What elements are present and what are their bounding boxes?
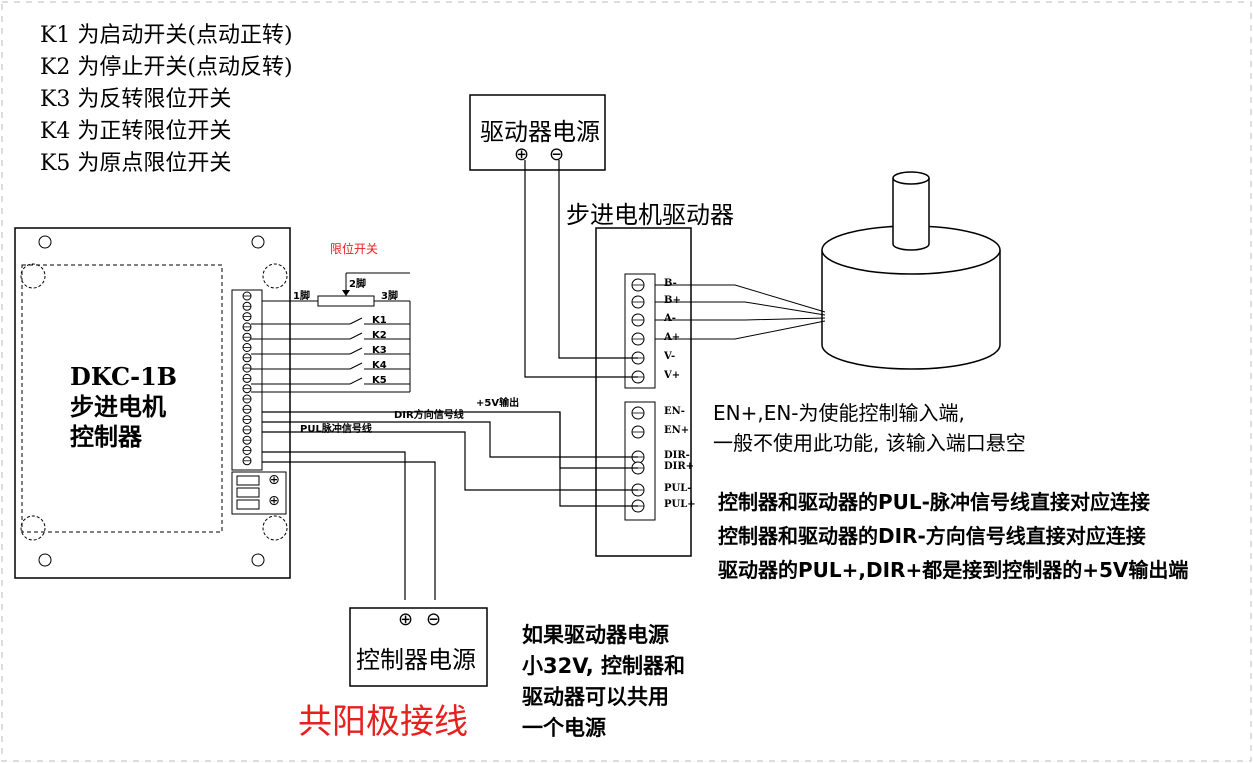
limit-switch-symbol	[262, 272, 411, 392]
switch-label-k4: K4	[372, 360, 387, 371]
stepper-motor	[821, 171, 1001, 370]
switch-legend: K1 为启动开关(点动正转) K2 为停止开关(点动反转) K3 为反转限位开关…	[40, 20, 293, 180]
driver-terminal-label: V+	[664, 370, 681, 381]
controller-power-title: 控制器电源	[356, 646, 476, 674]
driver-terminal-label: PUL+	[664, 499, 696, 510]
enable-note-line: 一般不使用此功能, 该输入端口悬空	[713, 431, 1026, 455]
connection-note: 控制器和驱动器的DIR-方向信号线直接对应连接	[718, 524, 1146, 548]
driver-terminal-label: A-	[664, 313, 676, 324]
switch-contact	[349, 377, 363, 385]
enable-note: EN+,EN-为使能控制输入端, 一般不使用此功能, 该输入端口悬空	[713, 398, 1026, 458]
switch-contact	[349, 332, 363, 340]
limit-switch-title: 限位开关	[330, 242, 379, 256]
legend-item: K5 为原点限位开关	[40, 151, 232, 176]
wiring-title: 共阳极接线	[298, 702, 468, 742]
controller-model: DKC-1B	[70, 362, 178, 391]
share-power-note: 如果驱动器电源 小32V, 控制器和 驱动器可以共用 一个电源	[522, 620, 685, 744]
share-note-line: 一个电源	[522, 716, 606, 740]
legend-item: K2 为停止开关(点动反转)	[40, 55, 293, 80]
driver-terminal-label: PUL-	[664, 483, 692, 494]
switch-label-k3: K3	[372, 345, 387, 356]
driver-power-wires	[524, 160, 638, 378]
driver-terminal-label: EN+	[664, 425, 690, 436]
switch-contact	[349, 317, 363, 325]
controller-line: 步进电机	[70, 393, 166, 421]
controller-line: 控制器	[70, 423, 142, 451]
driver-terminal-label: DIR-	[664, 450, 690, 461]
controller-power-minus-icon: ⊖	[426, 609, 442, 630]
legend-item: K1 为启动开关(点动正转)	[40, 23, 293, 48]
controller-label: DKC-1B 步进电机 控制器	[70, 362, 177, 452]
pin3-label: 3脚	[381, 291, 398, 302]
legend-item: K4 为正转限位开关	[40, 119, 232, 144]
driver-terminal-label: V-	[664, 351, 676, 362]
driver-terminal-label: A+	[664, 332, 681, 343]
driver-terminal-label: B+	[664, 295, 681, 306]
motor-wires	[655, 284, 826, 340]
connection-note: 驱动器的PUL+,DIR+都是接到控制器的+5V输出端	[718, 558, 1189, 582]
switch-wires	[251, 317, 410, 393]
switch-label-k5: K5	[372, 375, 387, 386]
driver-terminal-label: DIR+	[664, 461, 695, 472]
pul-line-label: PUL脉冲信号线	[300, 424, 372, 435]
dir-line-label: DIR方向信号线	[394, 410, 464, 421]
driver-title: 步进电机驱动器	[566, 201, 734, 229]
driver-terminal-label: B-	[664, 278, 677, 289]
plus5v-label: +5V输出	[476, 398, 520, 409]
connection-notes: 控制器和驱动器的PUL-脉冲信号线直接对应连接 控制器和驱动器的DIR-方向信号…	[718, 485, 1188, 587]
controller-terminal-strip	[242, 291, 252, 466]
driver-power-box	[469, 94, 606, 171]
share-note-line: 小32V, 控制器和	[522, 654, 686, 678]
legend-item: K3 为反转限位开关	[40, 87, 232, 112]
driver-power-minus-icon: ⊖	[549, 144, 565, 165]
driver-terminal-label: EN-	[664, 406, 685, 417]
switch-contact	[349, 347, 363, 355]
driver-power-plus-icon: ⊕	[514, 144, 530, 165]
pin2-label: 2脚	[349, 279, 366, 290]
driver-power-title: 驱动器电源	[480, 118, 600, 146]
connection-note: 控制器和驱动器的PUL-脉冲信号线直接对应连接	[718, 490, 1150, 514]
signal-wires	[262, 411, 638, 600]
enable-note-line: EN+,EN-为使能控制输入端,	[713, 401, 965, 425]
pin1-label: 1脚	[293, 291, 310, 302]
share-note-line: 如果驱动器电源	[522, 623, 669, 647]
share-note-line: 驱动器可以共用	[522, 685, 669, 709]
controller-power-plus-icon: ⊕	[398, 609, 414, 630]
controller-board: ⊕ ⊕	[14, 227, 291, 579]
switch-label-k2: K2	[372, 330, 387, 341]
switch-contact	[349, 362, 363, 370]
controller-power-minus-icon: ⊕	[268, 493, 280, 509]
controller-power-box	[349, 607, 488, 687]
controller-power-plus-icon: ⊕	[268, 472, 280, 488]
switch-label-k1: K1	[372, 315, 387, 326]
